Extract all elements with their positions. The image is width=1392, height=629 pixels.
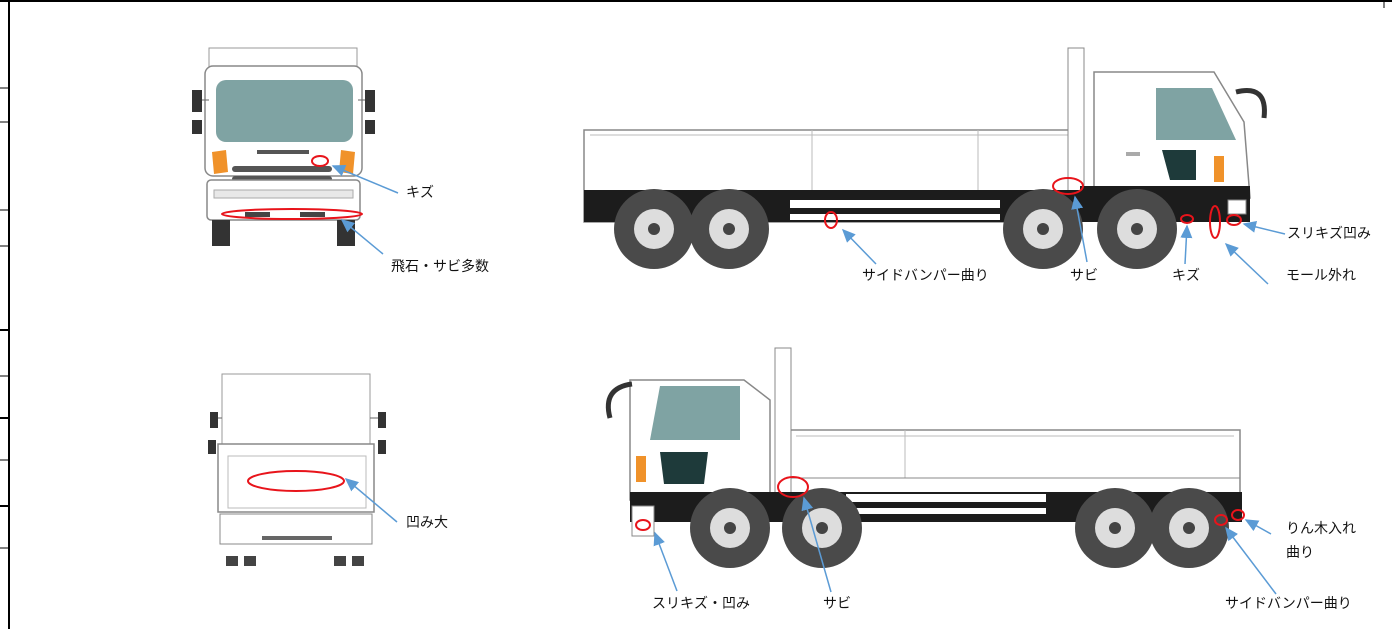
marker-left-side-bumper bbox=[1214, 514, 1228, 526]
label-left-rinboku: りん木入れ bbox=[1286, 521, 1356, 537]
label-right-mould: モール外れ bbox=[1286, 268, 1356, 284]
label-left-side-bumper: サイドバンパー曲り bbox=[1225, 596, 1352, 612]
wheel-left-rear-2 bbox=[1149, 488, 1229, 568]
marker-rear-dent bbox=[247, 470, 345, 492]
wheel-front-2 bbox=[1097, 189, 1177, 269]
marker-left-rinboku bbox=[1231, 509, 1245, 521]
marker-right-rust bbox=[1052, 177, 1084, 195]
damage-markers bbox=[221, 155, 1245, 531]
label-left-rust: サビ bbox=[823, 596, 851, 612]
marker-front-kizu bbox=[311, 155, 329, 167]
label-right-side-bumper: サイドバンパー曲り bbox=[862, 268, 989, 284]
label-right-scratch-dent: スリキズ凹み bbox=[1287, 226, 1371, 242]
label-right-kizu: キズ bbox=[1172, 268, 1200, 284]
label-left-bend: 曲り bbox=[1286, 545, 1314, 561]
label-left-scratch-dent: スリキズ・凹み bbox=[652, 596, 750, 612]
marker-right-kizu bbox=[1180, 214, 1194, 224]
wheel-left-rear-1 bbox=[1075, 488, 1155, 568]
wheel-rear-1 bbox=[614, 189, 694, 269]
truck-right-side-view bbox=[583, 47, 1267, 269]
marker-front-bumper bbox=[221, 208, 363, 220]
wheel-rear-2 bbox=[689, 189, 769, 269]
callout-arrows bbox=[331, 165, 1286, 595]
marker-left-scratch-dent bbox=[635, 519, 651, 531]
wheel-left-front-2 bbox=[782, 488, 862, 568]
marker-left-rust bbox=[777, 476, 809, 498]
label-front-tobiishi: 飛石・サビ多数 bbox=[391, 259, 489, 275]
label-rear-dent: 凹み大 bbox=[406, 515, 448, 531]
truck-left-side-view bbox=[605, 347, 1242, 568]
marker-right-side-bumper bbox=[824, 211, 838, 229]
label-front-kizu: キズ bbox=[406, 185, 434, 201]
wheel-front-1 bbox=[1003, 189, 1083, 269]
marker-right-mould bbox=[1209, 205, 1221, 239]
wheel-left-front-1 bbox=[690, 488, 770, 568]
truck-rear-view bbox=[208, 373, 386, 566]
marker-right-scratch-dent bbox=[1226, 214, 1242, 226]
label-right-rust: サビ bbox=[1070, 268, 1098, 284]
